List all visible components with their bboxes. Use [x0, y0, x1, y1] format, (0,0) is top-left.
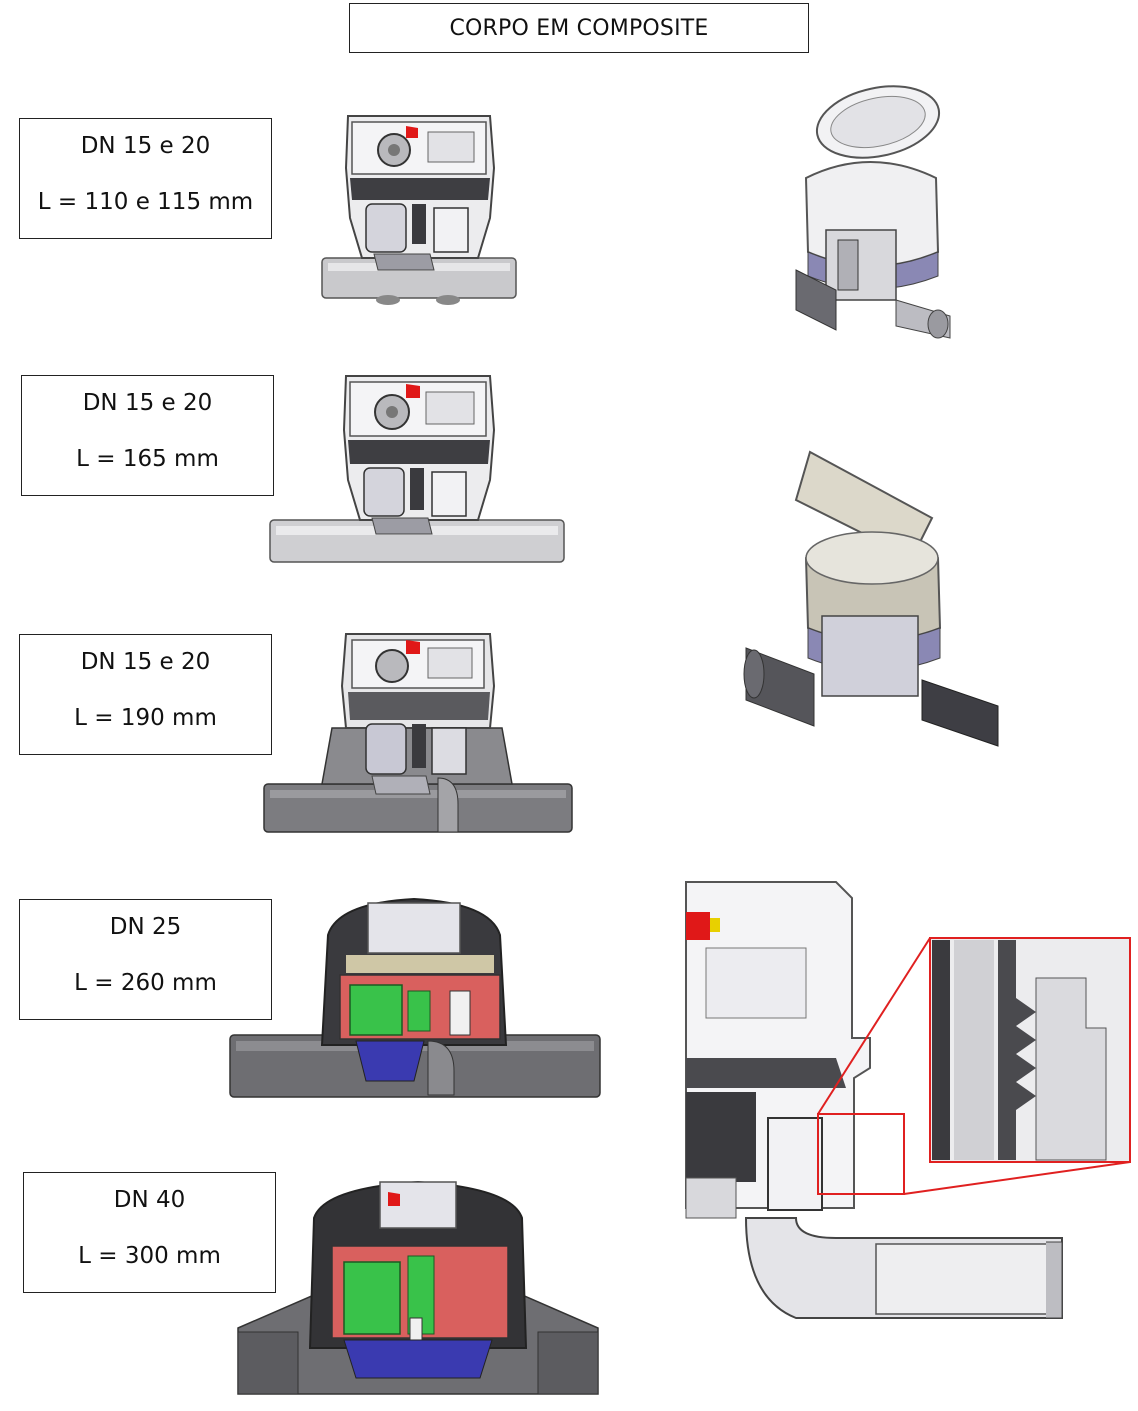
dn-label: DN 40	[113, 1187, 186, 1213]
meter-isometric-open-lid	[795, 85, 951, 339]
label-box-dn15-165: DN 15 e 20 L = 165 mm	[21, 375, 274, 496]
dn-label: DN 15 e 20	[80, 133, 211, 159]
label-box-dn15-190: DN 15 e 20 L = 190 mm	[19, 634, 272, 755]
meter-cutaway-dn15-190	[263, 633, 573, 833]
title-box: CORPO EM COMPOSITE	[349, 3, 809, 53]
meter-cutaway-dn40	[237, 1180, 599, 1395]
meter-cutaway-dn25	[229, 897, 601, 1098]
length-label: L = 165 mm	[76, 446, 219, 472]
meter-cutaway-dn15-165	[269, 375, 565, 563]
label-box-dn15-110: DN 15 e 20 L = 110 e 115 mm	[19, 118, 272, 239]
callout-source-box	[817, 1113, 905, 1195]
dn-label: DN 15 e 20	[80, 649, 211, 675]
thread-detail-section	[685, 881, 1131, 1319]
dn-label: DN 15 e 20	[82, 390, 213, 416]
label-box-dn40: DN 40 L = 300 mm	[23, 1172, 276, 1293]
length-label: L = 300 mm	[78, 1243, 221, 1269]
label-box-dn25: DN 25 L = 260 mm	[19, 899, 272, 1020]
callout-line-bottom	[903, 1161, 1131, 1195]
meter-isometric-open-lid-long	[743, 450, 999, 747]
callout-line-top	[817, 937, 931, 1115]
meter-cutaway-dn15-110	[321, 115, 517, 305]
length-label: L = 110 e 115 mm	[37, 189, 254, 215]
length-label: L = 260 mm	[74, 970, 217, 996]
length-label: L = 190 mm	[74, 705, 217, 731]
page-title: CORPO EM COMPOSITE	[449, 15, 709, 41]
dn-label: DN 25	[109, 914, 182, 940]
